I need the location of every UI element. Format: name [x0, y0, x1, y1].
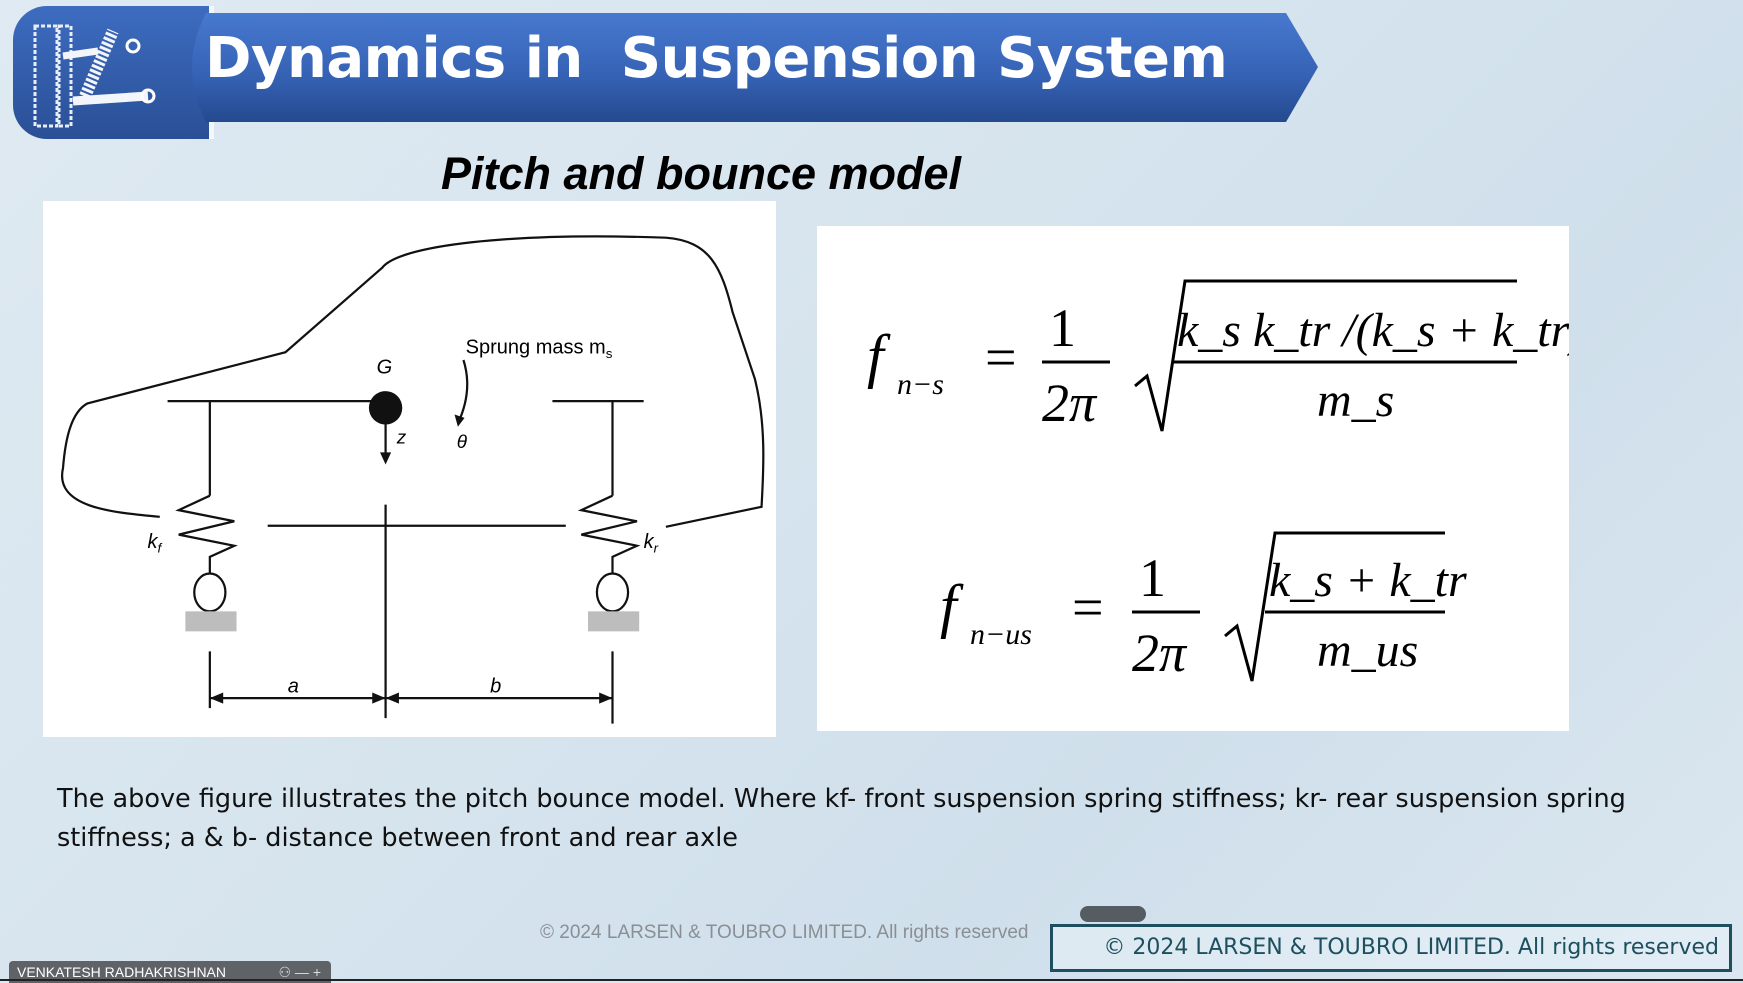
sprung-frequency-formula: f n−s = 1 2π k_s k_tr /(k_s + k_tr) m_s — [867, 279, 1585, 433]
kf-label: kf — [148, 531, 163, 555]
copyright-box-text: © 2024 LARSEN & TOUBRO LIMITED. All righ… — [1103, 935, 1719, 960]
unsprung-frequency-formula: f n−us = 1 2π k_s + k_tr m_us — [940, 531, 1467, 683]
svg-text:n−s: n−s — [897, 368, 944, 401]
plug-icon — [1080, 906, 1146, 922]
b-label: b — [490, 676, 501, 698]
footer-copyright: © 2024 LARSEN & TOUBRO LIMITED. All righ… — [540, 922, 1029, 943]
svg-text:m_us: m_us — [1317, 624, 1418, 677]
presenter-name-tag: VENKATESH RADHAKRISHNAN ⚇ — + — [9, 961, 331, 983]
presenter-controls[interactable]: ⚇ — + — [278, 964, 321, 980]
sprung-mass-label: Sprung mass ms — [466, 336, 613, 360]
a-label: a — [288, 676, 299, 698]
slide-subtitle: Pitch and bounce model — [441, 148, 962, 199]
svg-text:k_s + k_tr: k_s + k_tr — [1269, 554, 1467, 607]
page-title: Dynamics in Suspension System — [205, 26, 1228, 91]
svg-text:2π: 2π — [1042, 373, 1098, 433]
svg-text:f: f — [940, 573, 964, 639]
svg-text:k_s k_tr /(k_s + k_tr): k_s k_tr /(k_s + k_tr) — [1177, 304, 1569, 357]
svg-text:f: f — [867, 323, 891, 389]
svg-text:1: 1 — [1049, 298, 1076, 358]
car-diagram: G z θ Sprung mass ms kf kr a b — [60, 235, 765, 724]
theta-label: θ — [457, 432, 468, 453]
presenter-name: VENKATESH RADHAKRISHNAN — [17, 964, 227, 980]
frequency-formulas: f n−s = 1 2π k_s k_tr /(k_s + k_tr) m_s … — [817, 226, 1585, 731]
svg-text:=: = — [1072, 577, 1104, 639]
pitch-bounce-diagram: G z θ Sprung mass ms kf kr a b — [43, 201, 776, 737]
kr-label: kr — [644, 531, 659, 555]
copyright-box: © 2024 LARSEN & TOUBRO LIMITED. All righ… — [1050, 924, 1732, 972]
title-banner — [178, 13, 1320, 122]
bottom-border — [0, 979, 1743, 981]
z-label: z — [396, 427, 407, 448]
suspension-icon — [33, 24, 156, 128]
svg-text:=: = — [985, 327, 1017, 389]
g-label: G — [377, 356, 393, 378]
center-of-gravity-marker — [368, 391, 403, 425]
description-text: The above figure illustrates the pitch b… — [57, 784, 1626, 853]
svg-text:m_s: m_s — [1317, 374, 1394, 427]
svg-text:n−us: n−us — [970, 618, 1032, 651]
svg-text:1: 1 — [1139, 548, 1166, 608]
svg-text:2π: 2π — [1132, 623, 1188, 683]
